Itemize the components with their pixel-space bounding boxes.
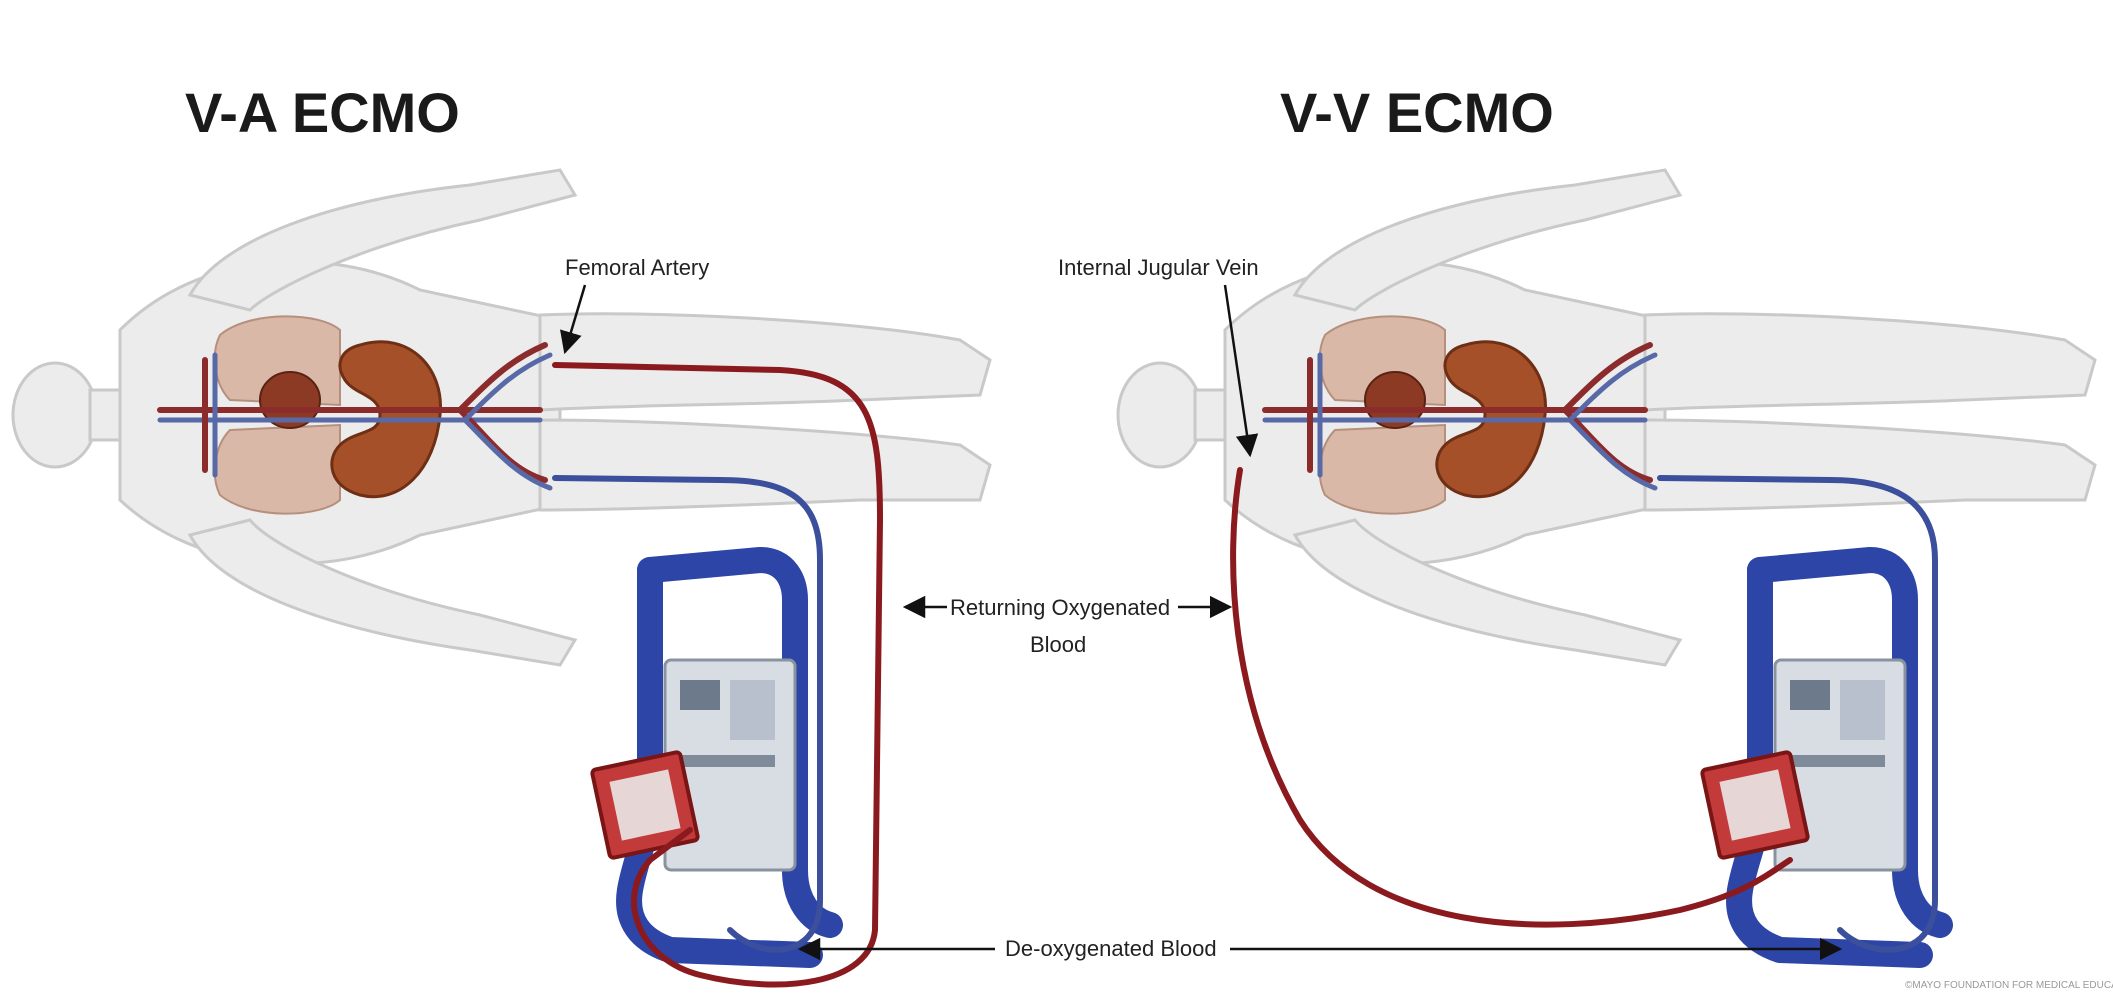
femoral-artery-label: Femoral Artery <box>565 255 709 280</box>
vv-ecmo-machine <box>1702 560 1940 955</box>
returning-blood-label: Blood <box>1030 632 1086 657</box>
va-ecmo-machine <box>592 560 830 955</box>
vv-patient-figure <box>1118 170 2095 665</box>
va-patient-figure <box>13 170 990 665</box>
returning-oxygenated-label: Returning Oxygenated <box>950 595 1170 620</box>
internal-jugular-vein-label: Internal Jugular Vein <box>1058 255 1259 280</box>
image-credit: ©MAYO FOUNDATION FOR MEDICAL EDUCATION <box>1905 980 2113 991</box>
vv-ecmo-title: V-V ECMO <box>1280 81 1554 144</box>
va-ecmo-title: V-A ECMO <box>185 81 460 144</box>
deoxygenated-blood-label: De-oxygenated Blood <box>1005 936 1217 961</box>
